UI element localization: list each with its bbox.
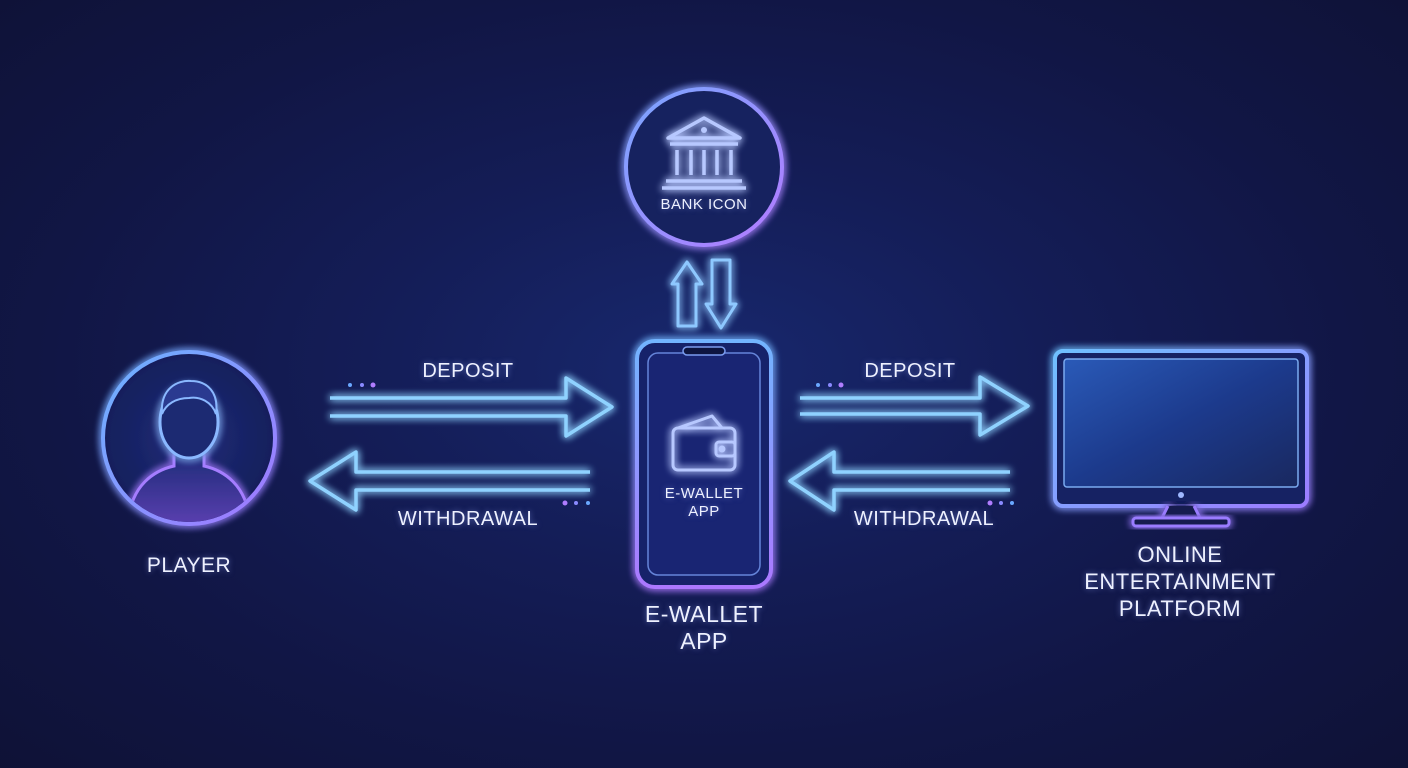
wallet-label-line2: APP	[680, 628, 728, 654]
down-arrow	[704, 258, 738, 330]
left-withdrawal-label: WITHDRAWAL	[397, 508, 539, 530]
platform-label-line3: PLATFORM	[1118, 596, 1242, 621]
up-arrow	[670, 260, 704, 328]
bank-icon	[662, 116, 746, 190]
platform-label-line1: ONLINE	[1137, 542, 1223, 567]
right-deposit-label: DEPOSIT	[864, 360, 956, 382]
wallet-screen-label-line2: APP	[688, 503, 720, 520]
player-label: PLAYER	[146, 554, 232, 577]
wallet-screen-label-line1: E-WALLET	[664, 485, 744, 502]
right-deposit-arrow	[790, 375, 1030, 437]
left-deposit-label: DEPOSIT	[422, 360, 514, 382]
platform-label-line2: ENTERTAINMENT	[1084, 569, 1276, 594]
left-withdrawal-arrow	[308, 450, 600, 512]
person-icon	[126, 379, 252, 522]
bank-label: BANK ICON	[660, 196, 748, 213]
right-withdrawal-label: WITHDRAWAL	[853, 508, 995, 530]
platform-monitor	[1053, 349, 1309, 528]
left-deposit-arrow	[310, 376, 614, 438]
wallet-phone	[635, 339, 773, 589]
wallet-icon	[671, 414, 737, 472]
player-node	[101, 350, 277, 526]
right-withdrawal-arrow	[788, 450, 1030, 512]
bank-node	[624, 87, 784, 247]
bank-wallet-arrows	[670, 258, 738, 330]
wallet-label-line1: E-WALLET	[644, 601, 764, 627]
